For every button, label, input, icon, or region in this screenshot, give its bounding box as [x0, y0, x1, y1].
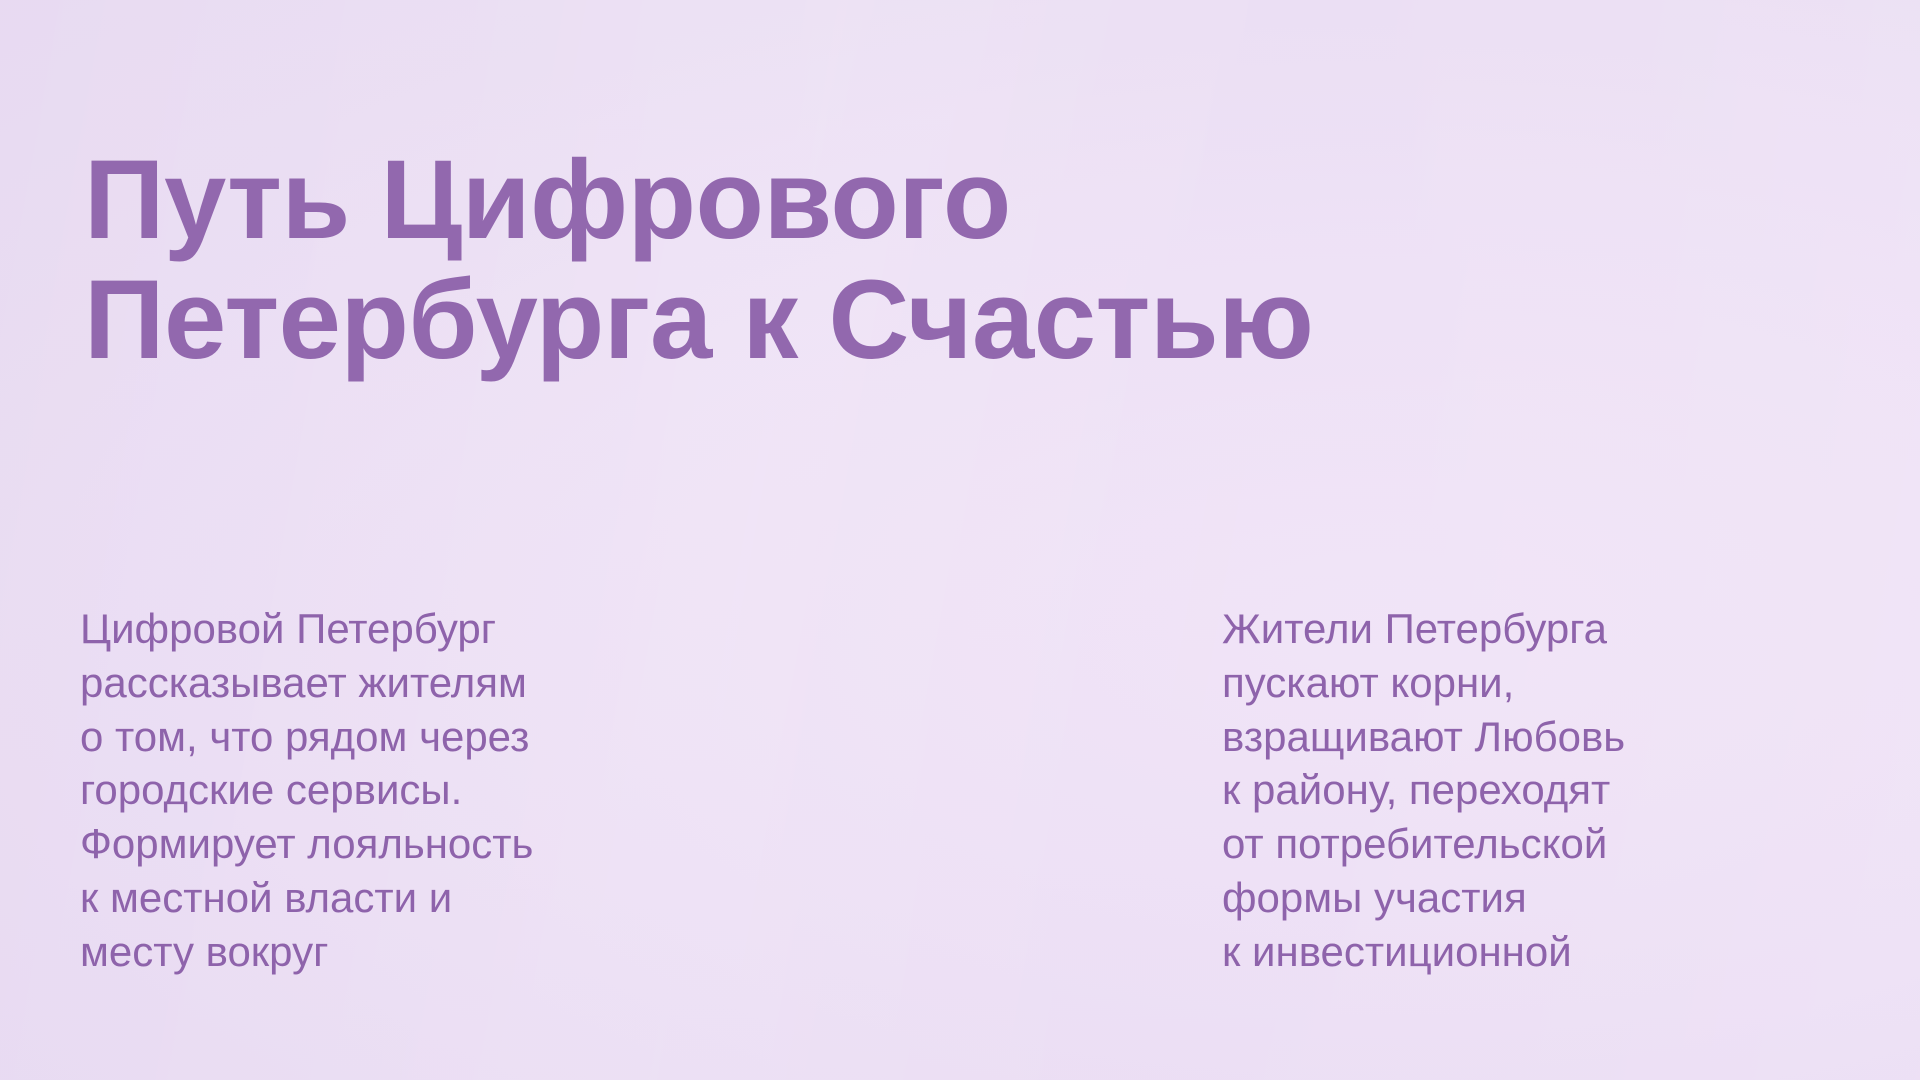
two-column-body: Цифровой Петербург рассказывает жителям … [0, 560, 1920, 980]
right-column-text: Жители Петербурга пускают корни, взращив… [1222, 605, 1626, 975]
left-column-text: Цифровой Петербург рассказывает жителям … [80, 605, 534, 975]
page-title: Путь Цифрового Петербурга к Счастью [84, 137, 1314, 382]
